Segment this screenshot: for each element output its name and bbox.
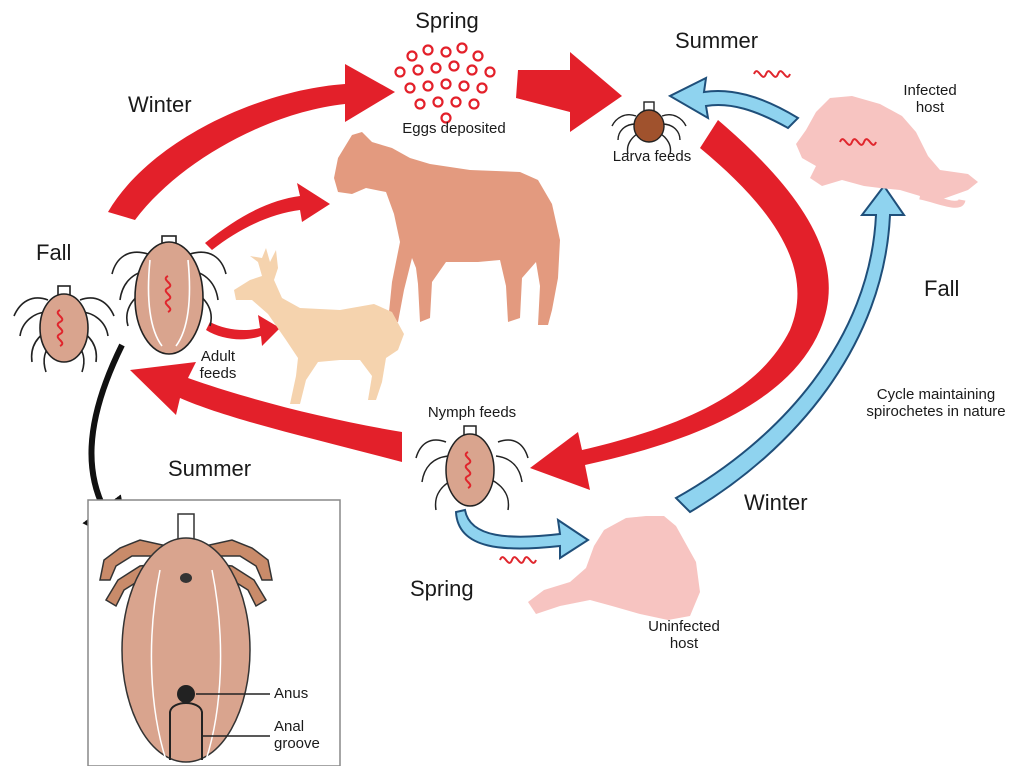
season-label-fall-left: Fall (36, 240, 71, 265)
label-adult-feeds-line2: feeds (200, 365, 237, 382)
label-uninfected-host: Uninfected host (648, 618, 720, 653)
inset-label-anal-line1: Anal (274, 718, 320, 735)
label-eggs-deposited: Eggs deposited (402, 120, 505, 137)
label-uninfected-host-line2: host (648, 635, 720, 652)
label-infected-host-line2: host (903, 99, 956, 116)
season-label-winter-left: Winter (128, 92, 192, 117)
nymph-tick-icon (416, 426, 528, 510)
arrow-adult-to-horse (205, 183, 330, 250)
uninfected-host-mouse-icon (528, 516, 700, 620)
eggs-cluster (396, 44, 495, 123)
season-label-winter-bottom: Winter (744, 490, 808, 515)
label-infected-host-line1: Infected (903, 82, 956, 99)
deer-icon (234, 248, 404, 404)
label-uninfected-host-line1: Uninfected (648, 618, 720, 635)
season-label-spring-top: Spring (415, 8, 479, 33)
larva-tick-icon (612, 102, 686, 154)
arrow-infected-host-to-larva (670, 78, 798, 128)
season-label-summer-top: Summer (675, 28, 758, 53)
inset-label-anus: Anus (274, 685, 308, 702)
label-adult-feeds-line1: Adult (200, 348, 237, 365)
label-infected-host: Infected host (903, 82, 956, 117)
inset-label-anal-groove: Anal groove (274, 718, 320, 753)
arrow-adult-to-deer (206, 315, 280, 346)
adult-tick-small-icon (14, 286, 114, 372)
horse-icon (334, 132, 560, 325)
season-label-spring-bottom: Spring (410, 576, 474, 601)
label-cycle-note-line1: Cycle maintaining (866, 386, 1005, 403)
label-nymph-feeds: Nymph feeds (428, 404, 516, 421)
inset-label-anal-line2: groove (274, 735, 320, 752)
arrow-nymph-to-adult (130, 362, 402, 462)
label-cycle-maintaining: Cycle maintaining spirochetes in nature (866, 386, 1005, 421)
label-larva-feeds: Larva feeds (613, 148, 691, 165)
label-cycle-note-line2: spirochetes in nature (866, 403, 1005, 420)
season-label-fall-right: Fall (924, 276, 959, 301)
label-adult-feeds: Adult feeds (200, 348, 237, 383)
arrow-nymph-to-uninfected-host (456, 510, 588, 558)
season-label-summer-bottom: Summer (168, 456, 251, 481)
arrow-eggs-to-larva (516, 52, 622, 132)
